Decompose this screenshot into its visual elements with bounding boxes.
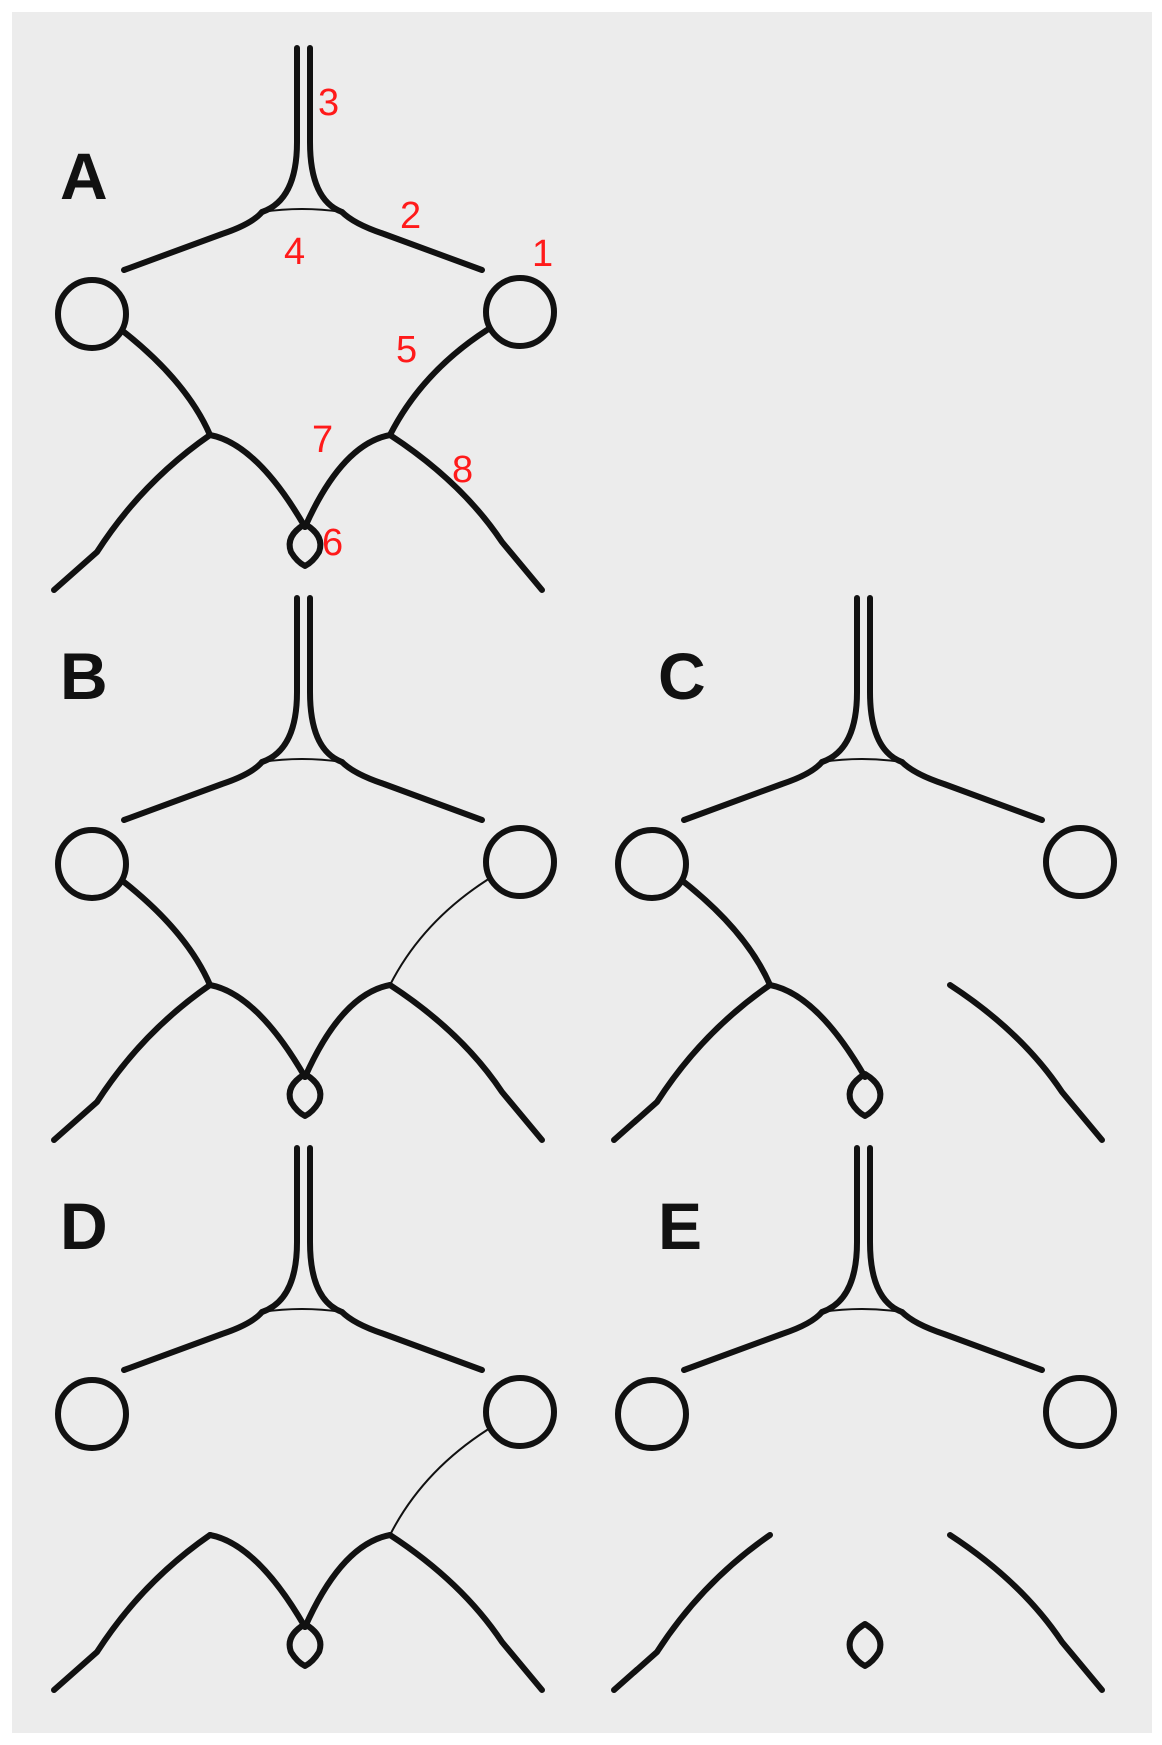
segment-label-3: 3 — [318, 82, 339, 124]
basilar-right — [307, 595, 345, 765]
segment-label-7: 7 — [312, 419, 333, 461]
left-p1 — [207, 1532, 308, 1630]
panel-letter: B — [60, 639, 108, 713]
right-ica-circle — [483, 275, 557, 349]
left-sca — [121, 1309, 265, 1373]
left-sca — [121, 759, 265, 823]
panel-e: E — [611, 1145, 1117, 1693]
right-ica-circle — [483, 825, 557, 899]
right-pcom — [389, 1429, 488, 1536]
left-ica-circle — [55, 277, 129, 351]
basilar-tip — [286, 1071, 324, 1119]
left-p2 — [51, 982, 213, 1143]
right-p2 — [947, 982, 1105, 1143]
right-pcom — [389, 879, 488, 986]
figure-background — [12, 12, 1152, 1733]
left-sca — [121, 209, 265, 273]
left-p2 — [51, 1532, 213, 1693]
segment-label-2: 2 — [400, 195, 421, 237]
left-p1 — [767, 982, 868, 1080]
basilar-tip — [846, 1071, 884, 1119]
panel-b: B — [51, 595, 557, 1143]
right-sca — [339, 759, 485, 823]
panel-letter: C — [658, 639, 706, 713]
circle-of-willis-figure: A 3 2 1 4 5 7 8 6 B C D E — [12, 12, 1152, 1733]
right-p2 — [387, 432, 545, 593]
right-ica-circle — [1043, 825, 1117, 899]
panel-letter: A — [60, 139, 108, 213]
left-ica-circle — [615, 1377, 689, 1451]
basilar-right — [307, 45, 345, 215]
basilar-tip — [286, 1621, 324, 1669]
left-p2 — [611, 1532, 773, 1693]
basilar-right — [867, 595, 905, 765]
segment-label-6: 6 — [322, 522, 343, 564]
interconnect — [261, 208, 343, 213]
figure: A 3 2 1 4 5 7 8 6 B C D E — [12, 12, 1152, 1733]
basilar-right — [307, 1145, 345, 1315]
right-p1 — [302, 432, 393, 530]
panel-letter: D — [60, 1189, 108, 1263]
right-ica-circle — [483, 1375, 557, 1449]
segment-label-5: 5 — [396, 329, 417, 371]
right-pcom — [387, 327, 490, 438]
left-ica-circle — [615, 827, 689, 901]
right-sca — [339, 209, 485, 273]
basilar-left — [819, 1145, 860, 1315]
left-ica-circle — [55, 827, 129, 901]
segment-label-4: 4 — [284, 231, 305, 273]
right-p2 — [947, 1532, 1105, 1693]
basilar-tip — [846, 1621, 884, 1669]
basilar-left — [259, 595, 300, 765]
left-pcom — [121, 879, 213, 988]
right-p2 — [387, 1532, 545, 1693]
interconnect — [821, 758, 903, 763]
left-pcom — [121, 329, 213, 438]
panel-d: D — [51, 1145, 557, 1693]
left-sca — [681, 1309, 825, 1373]
basilar-left — [259, 45, 300, 215]
right-p1 — [302, 982, 393, 1080]
basilar-left — [819, 595, 860, 765]
right-sca — [339, 1309, 485, 1373]
left-pcom — [681, 879, 773, 988]
interconnect — [261, 758, 343, 763]
basilar-right — [867, 1145, 905, 1315]
right-ica-circle — [1043, 1375, 1117, 1449]
segment-label-8: 8 — [452, 449, 473, 491]
right-p2 — [387, 982, 545, 1143]
interconnect — [261, 1308, 343, 1313]
basilar-tip — [286, 521, 324, 569]
right-sca — [899, 1309, 1045, 1373]
basilar-left — [259, 1145, 300, 1315]
left-p1 — [207, 432, 308, 530]
right-sca — [899, 759, 1045, 823]
left-p2 — [51, 432, 213, 593]
left-p1 — [207, 982, 308, 1080]
left-p2 — [611, 982, 773, 1143]
panel-a: A 3 2 1 4 5 7 8 6 — [51, 45, 557, 593]
interconnect — [821, 1308, 903, 1313]
panel-c: C — [611, 595, 1117, 1143]
right-p1 — [302, 1532, 393, 1630]
segment-label-1: 1 — [532, 233, 553, 275]
left-ica-circle — [55, 1377, 129, 1451]
left-sca — [681, 759, 825, 823]
panel-letter: E — [658, 1189, 702, 1263]
